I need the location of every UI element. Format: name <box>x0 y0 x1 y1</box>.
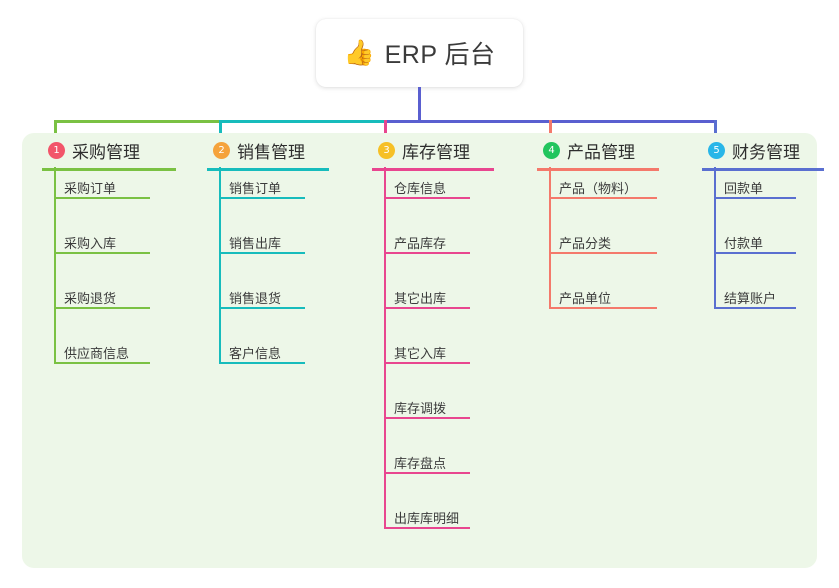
branch-underline <box>702 168 824 171</box>
branch-header-3[interactable]: 3 库存管理 <box>362 133 512 171</box>
branch-title: 产品管理 <box>567 142 635 162</box>
leaf-item-label[interactable]: 采购退货 <box>64 291 117 306</box>
leaf-item-label[interactable]: 客户信息 <box>229 346 282 361</box>
leaf-item-underline <box>714 252 796 254</box>
leaf-item-label[interactable]: 其它入库 <box>394 346 447 361</box>
leaf-item-underline <box>54 252 150 254</box>
branch-spine <box>219 167 221 363</box>
branch-column-2: 2 销售管理销售订单销售出库销售退货客户信息 <box>197 133 347 364</box>
leaf-item-underline <box>549 252 657 254</box>
leaf-item-label[interactable]: 回款单 <box>724 181 764 196</box>
branch-column-3: 3 库存管理仓库信息产品库存其它出库其它入库库存调拨库存盘点出库库明细 <box>362 133 512 529</box>
leaf-item-underline <box>219 307 305 309</box>
branch-underline <box>42 168 176 171</box>
branch-title: 财务管理 <box>732 142 800 162</box>
leaf-item-label[interactable]: 产品库存 <box>394 236 447 251</box>
branch-number-badge: 4 <box>543 141 560 159</box>
leaf-item-underline <box>219 362 305 364</box>
branch-number-badge: 1 <box>48 141 65 159</box>
leaf-item-label[interactable]: 付款单 <box>724 236 764 251</box>
leaf-item-underline <box>54 362 150 364</box>
leaf-item-underline <box>54 197 150 199</box>
bus-segment-1 <box>54 120 221 123</box>
branch-number-badge: 3 <box>378 141 395 159</box>
leaf-item-label[interactable]: 产品分类 <box>559 236 612 251</box>
bus-segment-2 <box>219 120 386 123</box>
leaf-item-underline <box>549 307 657 309</box>
leaf-item-underline <box>384 417 470 419</box>
thumbs-up-icon: 👍 <box>343 38 375 67</box>
leaf-item-underline <box>384 197 470 199</box>
leaf-item-label[interactable]: 采购入库 <box>64 236 117 251</box>
leaf-item-label[interactable]: 结算账户 <box>724 291 777 306</box>
root-node[interactable]: 👍 ERP 后台 <box>316 19 523 87</box>
branch-column-1: 1 采购管理采购订单采购入库采购退货供应商信息 <box>32 133 182 364</box>
leaf-item-label[interactable]: 销售出库 <box>229 236 282 251</box>
branch-title: 采购管理 <box>72 142 140 162</box>
leaf-item-label[interactable]: 销售订单 <box>229 181 282 196</box>
root-title: ERP 后台 <box>384 41 496 69</box>
branch-spine <box>384 167 386 528</box>
branch-number-badge: 5 <box>708 141 725 159</box>
leaf-item-label[interactable]: 仓库信息 <box>394 181 447 196</box>
branch-header-2[interactable]: 2 销售管理 <box>197 133 347 171</box>
branch-column-5: 5 财务管理回款单付款单结算账户 <box>692 133 832 309</box>
leaf-item-label[interactable]: 供应商信息 <box>64 346 130 361</box>
bus-segment-3 <box>384 120 551 123</box>
leaf-item-label[interactable]: 库存盘点 <box>394 456 447 471</box>
leaf-item-underline <box>549 197 657 199</box>
leaf-item-underline <box>384 362 470 364</box>
leaf-item-label[interactable]: 销售退货 <box>229 291 282 306</box>
branch-underline <box>372 168 494 171</box>
root-stem <box>418 87 421 123</box>
branch-spine <box>549 167 551 308</box>
branch-number-badge: 2 <box>213 141 230 159</box>
leaf-item-underline <box>219 252 305 254</box>
leaf-item-underline <box>219 197 305 199</box>
leaf-item-label[interactable]: 采购订单 <box>64 181 117 196</box>
leaf-item-label[interactable]: 其它出库 <box>394 291 447 306</box>
leaf-item-underline <box>384 527 470 529</box>
leaf-item-underline <box>54 307 150 309</box>
branch-title: 销售管理 <box>237 142 305 162</box>
leaf-item-underline <box>384 307 470 309</box>
leaf-item-label[interactable]: 产品单位 <box>559 291 612 306</box>
branch-underline <box>537 168 659 171</box>
branch-spine <box>714 167 716 308</box>
branch-header-1[interactable]: 1 采购管理 <box>32 133 182 171</box>
branch-column-4: 4 产品管理产品（物料） 产品分类产品单位 <box>527 133 677 309</box>
leaf-item-label[interactable]: 出库库明细 <box>394 511 460 526</box>
leaf-item-underline <box>714 307 796 309</box>
leaf-item-label[interactable]: 产品（物料） <box>559 181 638 196</box>
leaf-item-underline <box>714 197 796 199</box>
branch-spine <box>54 167 56 363</box>
bus-segment-4 <box>549 120 716 123</box>
mindmap-panel: 1 采购管理采购订单采购入库采购退货供应商信息 2 销售管理销售订单销售出库销售退货客… <box>22 133 824 568</box>
leaf-item-label[interactable]: 库存调拨 <box>394 401 447 416</box>
branch-underline <box>207 168 329 171</box>
branch-header-4[interactable]: 4 产品管理 <box>527 133 677 171</box>
branch-title: 库存管理 <box>402 142 470 162</box>
leaf-item-underline <box>384 472 470 474</box>
leaf-item-underline <box>384 252 470 254</box>
branch-header-5[interactable]: 5 财务管理 <box>692 133 832 171</box>
